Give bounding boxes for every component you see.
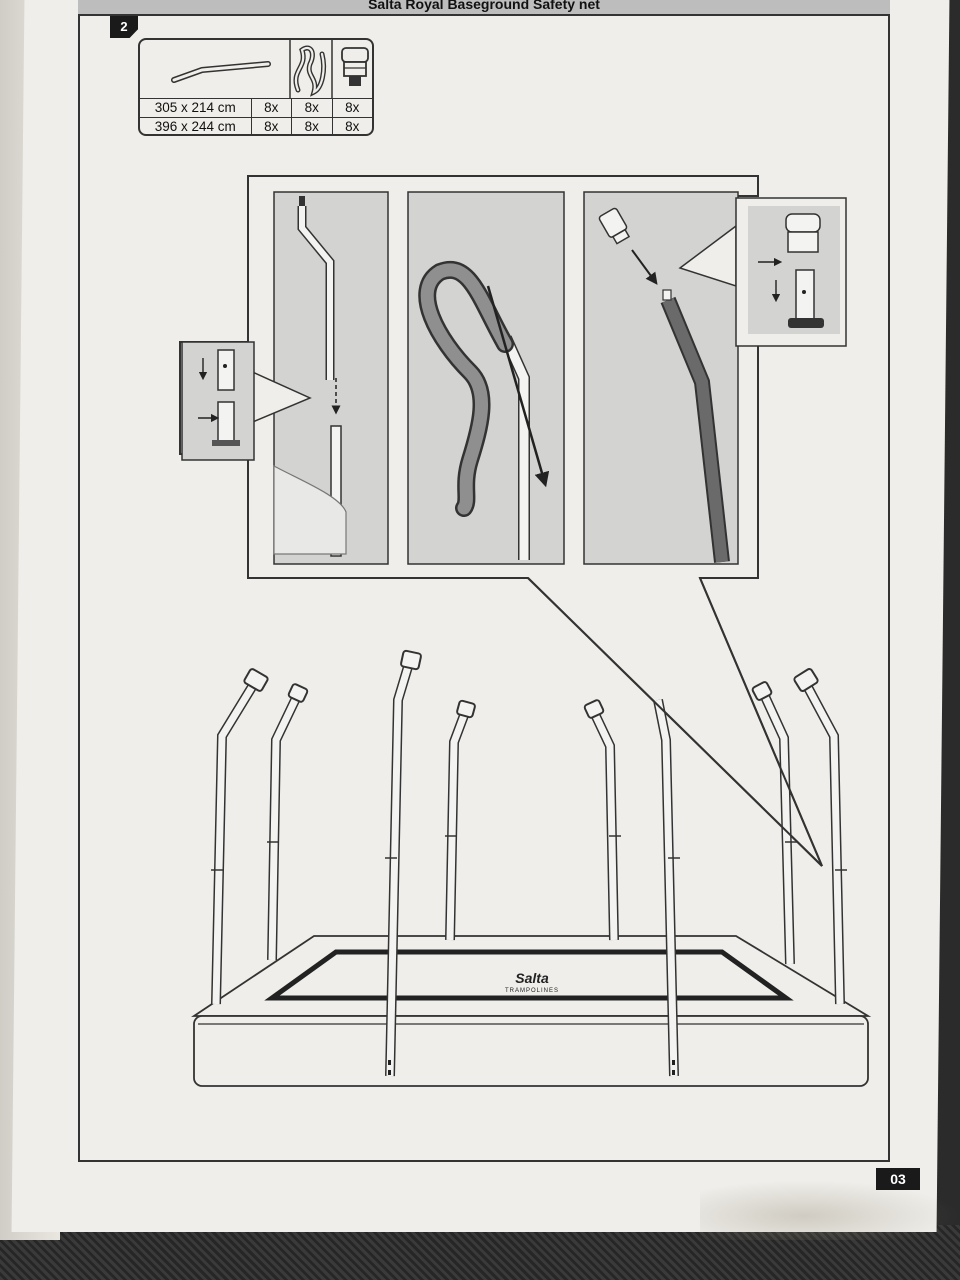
pole-bottom-holes: [388, 1060, 675, 1075]
caps-qty-cell: 8x: [331, 118, 372, 134]
size-cell: 396 x 244 cm: [154, 119, 236, 134]
pole-caps: [243, 649, 819, 719]
trampoline-brand-logo: Salta: [515, 970, 549, 986]
trampoline-frame: [191, 935, 872, 1087]
page-number: 03: [876, 1168, 920, 1190]
inset-cap-detail: [678, 197, 847, 347]
page-title: Salta Royal Baseground Safety net: [368, 0, 600, 12]
size-cell: 305 x 214 cm: [154, 100, 236, 115]
step-badge: 2: [110, 16, 138, 38]
pole-cap-icon: [341, 47, 369, 86]
poles-qty-cell: 8x: [250, 99, 291, 118]
callout-pointer-lines: [527, 577, 823, 867]
trampoline-brand-sub: TRAMPOLINES: [505, 988, 559, 994]
caps-qty-cell: 8x: [331, 99, 372, 118]
poles-qty-cell: 8x: [250, 118, 291, 134]
panel-slide-sleeve: [407, 191, 565, 565]
foam-sleeve-icon: [293, 45, 327, 97]
floor-background: [0, 1225, 960, 1280]
bent-pole-icon: [171, 61, 271, 83]
net-poles: [211, 658, 847, 1077]
inset-join-detail: [181, 341, 312, 461]
parts-icons-row: [171, 40, 369, 98]
page-stain: [700, 1180, 960, 1240]
table-row: 396 x 244 cm 8x 8x 8x: [140, 117, 372, 134]
content-frame: [78, 0, 890, 1162]
header-bar: Salta Royal Baseground Safety net: [78, 0, 890, 16]
table-row: 305 x 214 cm 8x 8x 8x: [140, 98, 372, 118]
sleeves-qty-cell: 8x: [291, 118, 331, 134]
panel-join-poles: [273, 191, 389, 565]
parts-table: 305 x 214 cm 8x 8x 8x 396 x 244 cm 8x 8x…: [138, 38, 374, 136]
sleeves-qty-cell: 8x: [291, 99, 331, 118]
